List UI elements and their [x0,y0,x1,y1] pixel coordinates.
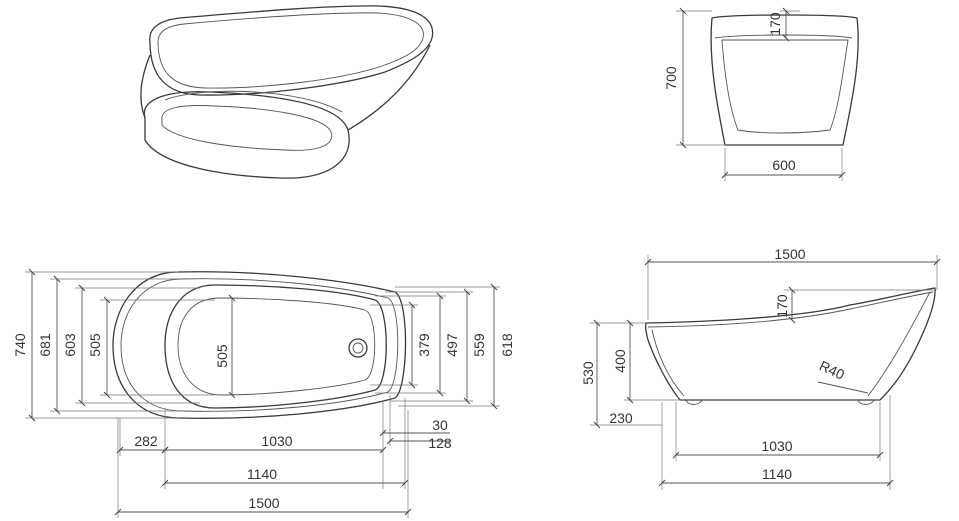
dimension-label-530: 530 [580,361,596,385]
dimension-label-740: 740 [12,333,28,357]
body-left-side [140,54,151,119]
plan-outline-outer [112,271,407,419]
foot-left [685,399,703,405]
bowl-contour [164,90,343,113]
end-view: 700 170 600 [663,7,859,181]
dimension-label-rise: 170 [774,294,790,318]
dimension-label-height: 700 [663,66,679,90]
plan-bowl-outline [164,284,387,409]
dimension-label-overall-length: 1500 [774,246,805,262]
radius-leader-line [817,381,869,394]
dimension-label-rim-depth: 170 [767,12,783,36]
dimension-label-603: 603 [62,333,78,357]
dimension-label-505: 505 [87,333,103,357]
dimension-label-230: 230 [609,410,633,426]
dimension-label-559: 559 [471,333,487,357]
end-inner-window [721,39,849,134]
plan-view: 740 681 603 505 505 379 497 559 618 [12,268,515,518]
dimension-label-30: 30 [432,417,448,433]
end-rim-line [714,34,853,39]
dimension-label-side-1030: 1030 [761,438,792,454]
drain-icon [348,338,368,358]
dimension-label-400: 400 [612,349,628,373]
perspective-view [140,5,434,179]
side-rim-line [647,291,934,328]
dimension-label-497: 497 [444,333,460,357]
side-outline [644,287,936,401]
dimension-label-618: 618 [499,333,515,357]
base-outer [143,91,350,179]
dimension-label-282: 282 [134,433,158,449]
side-backrest-line [867,291,931,397]
side-view: 1500 170 530 400 230 R40 1030 1140 [580,246,941,490]
plan-outline-rim [120,278,399,412]
dimension-label-side-1140: 1140 [762,466,792,482]
dimension-label-379: 379 [416,333,432,357]
dimension-label-1140: 1140 [247,466,277,482]
drain-inner [352,342,364,354]
dimension-label-inner-width: 505 [214,344,230,368]
dimension-label-1500: 1500 [248,495,279,511]
end-outline [710,14,859,146]
dimension-label-width: 600 [772,157,796,173]
rim-inner [157,12,424,89]
radius-label: R40 [817,357,847,382]
dimension-label-1030: 1030 [261,433,292,449]
plan-bowl-bottom [177,297,376,396]
foot-right [857,399,875,405]
body-right-side [347,44,431,131]
dimension-label-681: 681 [37,333,53,357]
side-front-curve [651,329,685,397]
base-inner [161,105,333,151]
rim-outer [149,5,434,96]
dimension-label-128: 128 [428,435,452,451]
